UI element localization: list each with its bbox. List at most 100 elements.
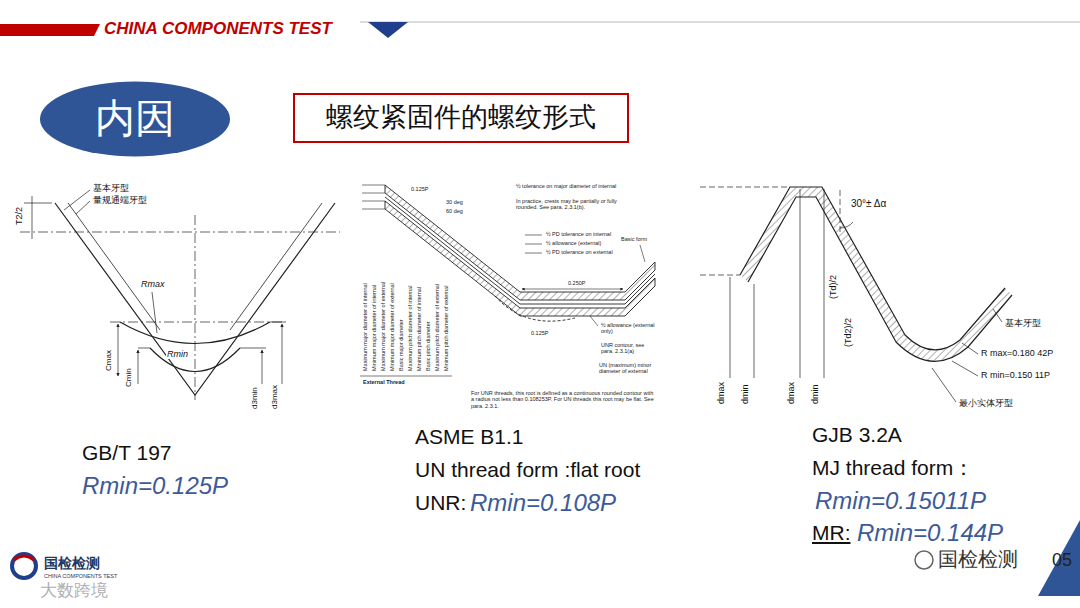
dimension-label: UN (maximum) minor diameter of external bbox=[598, 362, 658, 375]
extension-line bbox=[270, 322, 286, 323]
mj-thread-profile bbox=[700, 187, 1012, 402]
footer-mark: 国检检测 bbox=[44, 555, 100, 571]
tolerance-zone bbox=[740, 187, 1012, 361]
extension-line bbox=[240, 348, 266, 349]
least-material-profile bbox=[748, 197, 1012, 361]
root-arc-max bbox=[120, 322, 270, 344]
dimension-label: T2/2 bbox=[14, 206, 24, 226]
standard-caption: GB/T 197 bbox=[82, 441, 172, 465]
leader-line bbox=[76, 201, 90, 214]
crest-line bbox=[362, 185, 385, 209]
dimension-label: 30°± Δα bbox=[850, 198, 887, 210]
dimension-label: (Td2)/2 bbox=[843, 317, 853, 348]
leader-line bbox=[640, 245, 645, 262]
dimension-line bbox=[262, 350, 263, 384]
wechat-icon bbox=[915, 551, 933, 569]
dimension-label: In practice, crests may be partially or … bbox=[515, 198, 632, 211]
dimension-label: Maximum major diameter of internal bbox=[362, 282, 368, 372]
extension-line bbox=[138, 348, 150, 349]
dimension-line bbox=[522, 289, 623, 290]
dimension-label: Maximum major diameter of external bbox=[380, 281, 386, 372]
leader-line bbox=[152, 292, 157, 333]
dimension-label: 量规通端牙型 bbox=[92, 195, 148, 205]
dimension-line bbox=[138, 350, 139, 384]
footer-mark: CHINA COMPONENTS TEST bbox=[44, 573, 117, 579]
axis-line bbox=[195, 215, 196, 400]
dimension-label: 0.125P bbox=[410, 186, 429, 192]
dimension-label: 基本牙型 bbox=[92, 183, 130, 193]
unr-contour bbox=[495, 296, 575, 321]
header-triangle bbox=[368, 22, 408, 38]
leader-line bbox=[64, 190, 90, 210]
logo-arc bbox=[14, 556, 34, 560]
header-rule bbox=[360, 22, 1080, 23]
ellipse-fill bbox=[40, 82, 230, 157]
dimension-label: ½ tolerance on major diameter of interna… bbox=[515, 183, 657, 189]
tolerance-band bbox=[385, 201, 655, 316]
gauge-profile bbox=[68, 203, 160, 330]
node-text-wrap: 螺纹紧固件的螺纹形式 bbox=[326, 102, 596, 133]
dimension-line bbox=[32, 196, 33, 239]
root-arc-min bbox=[150, 348, 240, 372]
heading-box: 螺纹紧固件的螺纹形式 bbox=[293, 93, 629, 143]
standard-caption: MR: bbox=[812, 521, 851, 545]
dimension-label: 基本牙型 bbox=[1004, 318, 1042, 328]
dimension-label: Maximum pitch diameter of internal bbox=[407, 284, 413, 372]
dimension-label: 30 deg bbox=[445, 199, 464, 205]
standard-caption: ASME B1.1 bbox=[415, 425, 524, 449]
dimension-label: Rmin bbox=[166, 349, 189, 359]
dimension-label: Maximum pitch diameter of external bbox=[434, 283, 440, 372]
heading-text: 螺纹紧固件的螺纹形式 bbox=[326, 102, 596, 133]
dimension-label: Rmax bbox=[140, 279, 166, 289]
dimension-label: dmin bbox=[810, 383, 820, 405]
logo-ring bbox=[12, 554, 36, 578]
angle-arc bbox=[840, 222, 853, 228]
dimension-label: ½ PD tolerance on external bbox=[545, 249, 614, 255]
dimension-label: Basic pitch diameter bbox=[425, 320, 431, 372]
basic-profile bbox=[385, 197, 655, 304]
dimension-line bbox=[730, 189, 824, 378]
dimension-label: (Td)/2 bbox=[828, 274, 838, 300]
extension-line bbox=[24, 203, 52, 204]
dimension-label: d3max bbox=[270, 384, 279, 410]
dimension-line bbox=[118, 324, 119, 376]
leader-line bbox=[962, 343, 978, 354]
standard-caption: UNR: bbox=[415, 491, 466, 515]
gb-thread-profile bbox=[20, 190, 340, 400]
dimension-label: R max=0.180 42P bbox=[980, 348, 1054, 358]
footer-mark: 05 bbox=[1052, 550, 1072, 571]
dimension-line bbox=[282, 324, 283, 384]
basic-profile bbox=[740, 187, 1005, 350]
leader-line bbox=[590, 316, 598, 326]
dimension-label: UNR contour, see para. 2.3.1(a) bbox=[600, 342, 658, 355]
center-line bbox=[110, 322, 285, 323]
dimension-label: 0.250P bbox=[567, 280, 586, 286]
center-line bbox=[20, 232, 340, 233]
dimension-label: Minimum pitch diameter of external bbox=[443, 284, 449, 372]
standard-caption: MJ thread form： bbox=[812, 456, 974, 480]
dimension-label: dmin bbox=[740, 383, 750, 405]
dimension-label: For UNR threads, this root is defined as… bbox=[470, 390, 657, 409]
dimension-label: Basic major diameter bbox=[398, 318, 404, 372]
leader-line bbox=[993, 309, 1002, 322]
brand-header: CHINA COMPONENTS TEST bbox=[104, 19, 332, 39]
dimension-label: Minimum major diameter of internal bbox=[371, 284, 377, 372]
dimension-label: ½ allowance (external only) bbox=[600, 322, 658, 335]
gauge-profile bbox=[230, 203, 322, 330]
standard-caption: UN thread form :flat root bbox=[415, 458, 640, 482]
dimension-label: External Thread bbox=[362, 379, 406, 385]
base-line bbox=[360, 376, 452, 377]
dimension-label: dmax bbox=[786, 381, 796, 405]
dimension-label: Minimum major diameter of external bbox=[389, 282, 395, 372]
dimension-label: dmax bbox=[716, 381, 726, 405]
dimension-label: 最小实体牙型 bbox=[958, 398, 1014, 408]
extension-line bbox=[700, 187, 790, 275]
leader-line bbox=[932, 368, 956, 402]
leader-line bbox=[525, 235, 542, 253]
standard-caption: Rmin=0.125P bbox=[82, 472, 228, 500]
dimension-label: d3min bbox=[250, 386, 259, 410]
node-text-wrap: 内因 bbox=[95, 96, 175, 142]
standard-caption: Rmin=0.108P bbox=[470, 489, 616, 517]
tolerance-band bbox=[385, 185, 655, 300]
